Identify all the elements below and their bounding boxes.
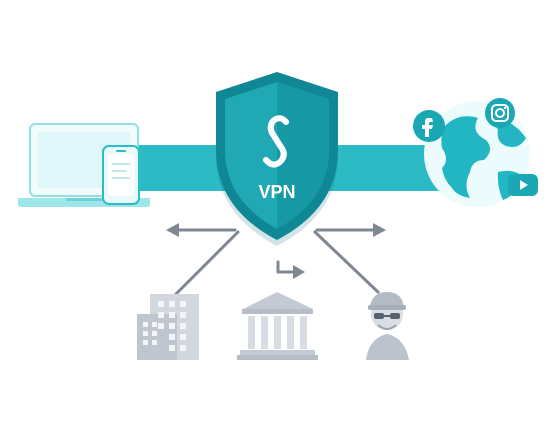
arrows	[174, 228, 380, 296]
spy-icon	[366, 292, 409, 360]
office-building-icon	[137, 294, 199, 360]
facebook-icon	[413, 110, 445, 142]
vpn-shield-icon: VPN	[216, 72, 338, 246]
shield-label: VPN	[258, 182, 295, 202]
government-building-icon	[237, 292, 318, 360]
smartphone-icon	[102, 145, 140, 205]
arrowheads	[166, 223, 386, 279]
instagram-icon	[485, 98, 515, 128]
youtube-icon	[508, 174, 538, 196]
